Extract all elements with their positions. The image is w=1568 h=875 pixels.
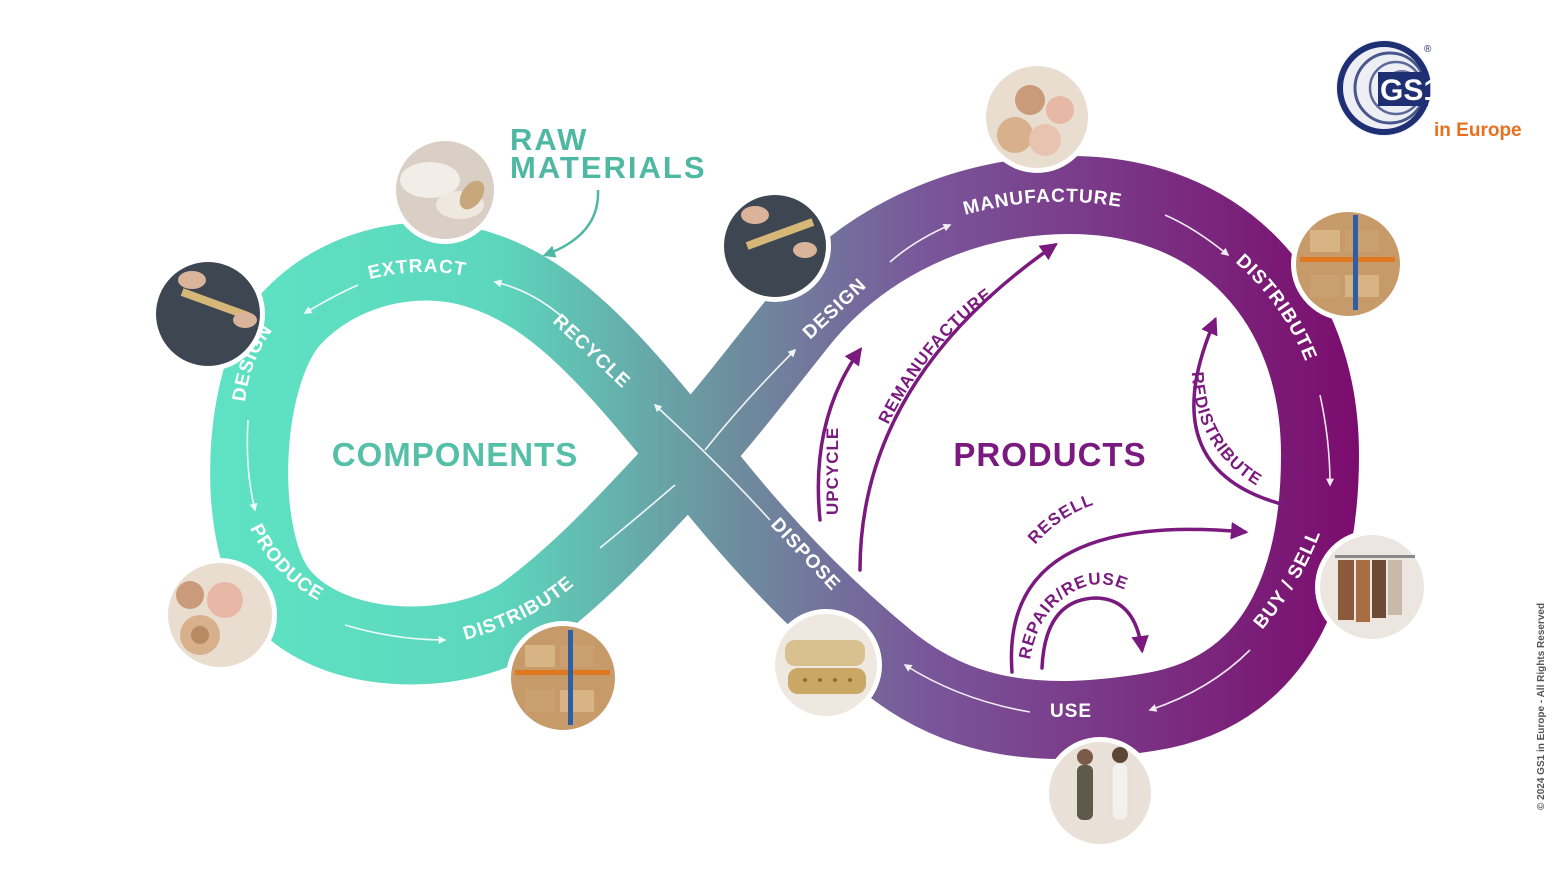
step-use: USE: [1050, 701, 1092, 722]
photo-circles: [151, 61, 1429, 849]
gs1-logo: GS1 ® in Europe: [1336, 40, 1522, 141]
raw-materials-line2: MATERIALS: [510, 150, 707, 185]
loop-redistribute: REDISTRIBUTE: [1188, 371, 1266, 490]
fabric-rolls-photo-2: [981, 61, 1093, 173]
fabric-rolls-photo: [163, 558, 277, 672]
gs1-registered: ®: [1424, 44, 1432, 55]
inner-loop-arrows: [816, 243, 1287, 674]
cushions-photo: [770, 609, 882, 721]
loop-upcycle: UPCYCLE: [823, 427, 842, 515]
clothing-rack-photo: [1315, 530, 1429, 644]
copyright-notice: © 2024 GS1 in Europe - All Rights Reserv…: [1536, 603, 1547, 810]
warehouse-photo: [506, 621, 620, 735]
loop-resell: RESELL: [1024, 490, 1096, 547]
gs1-brand: GS1: [1380, 74, 1440, 107]
components-title: COMPONENTS: [332, 436, 579, 473]
warehouse-photo-2: [1291, 207, 1405, 321]
raw-materials-arrow: [542, 189, 600, 258]
tailor-design-photo-2: [719, 190, 831, 302]
band-flow-arrows: [246, 214, 1334, 713]
fashion-models-photo: [1044, 737, 1156, 849]
infinity-band: [210, 156, 1359, 759]
gs1-region: in Europe: [1434, 120, 1522, 141]
tailor-design-photo: [151, 257, 265, 371]
cotton-photo: [391, 136, 499, 244]
products-title: PRODUCTS: [953, 436, 1146, 473]
raw-materials-line1: RAW: [510, 122, 588, 157]
loop-remanufacture: REMANUFACTURE: [875, 284, 996, 426]
